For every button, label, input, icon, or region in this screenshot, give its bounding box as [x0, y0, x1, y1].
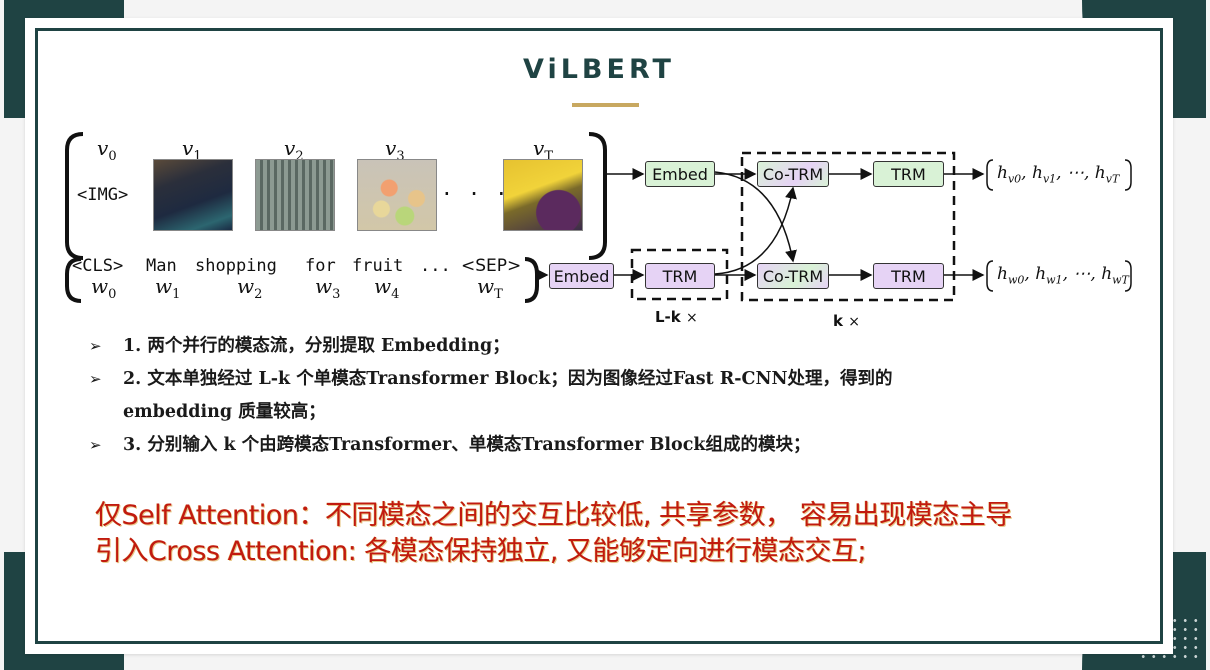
text-left-bracket	[65, 257, 82, 303]
bullet-text: 2. 文本单独经过 L-k 个单模态Transformer Block；因为图像…	[123, 369, 893, 389]
bananas-grapes-image	[503, 159, 583, 231]
bullet-item: ➢ 3. 分别输入 k 个由跨模态Transformer、单模态Transfor…	[87, 429, 1087, 462]
lk-repeat-label: L-k ×	[655, 308, 698, 326]
slide-title: ViLBERT	[523, 54, 675, 85]
visual-left-bracket	[65, 132, 84, 260]
token-for: for	[305, 256, 336, 276]
visual-output-sequence: hv0, hv1, ⋯, hvT	[997, 163, 1120, 186]
bullet-text: 1. 两个并行的模态流，分别提取 Embedding；	[123, 336, 510, 356]
token-shopping: shopping	[195, 256, 277, 276]
visual-ellipsis: · · ·	[443, 180, 512, 208]
symbol-v0: v0	[97, 136, 117, 164]
symbol-w1: w1	[155, 274, 181, 302]
slide: ViLBERT	[25, 18, 1173, 654]
token-cls: <CLS>	[72, 256, 124, 276]
symbol-vT: vT	[533, 136, 553, 164]
visual-right-bracket	[588, 132, 607, 260]
k-repeat-label: k ×	[833, 312, 860, 330]
token-sep: <SEP>	[461, 256, 522, 276]
slide-frame	[35, 28, 1163, 644]
token-ellipsis: ...	[420, 256, 451, 276]
highlight-notes: 仅Self Attention：不同模态之间的交互比较低, 共享参数， 容易出现…	[95, 498, 1145, 570]
arrow-bullet-icon: ➢	[89, 436, 102, 454]
bullet-item: ➢ 1. 两个并行的模态流，分别提取 Embedding；	[87, 330, 1087, 363]
bullet-text: 3. 分别输入 k 个由跨模态Transformer、单模态Transforme…	[123, 435, 811, 455]
note-self-attention: 仅Self Attention：不同模态之间的交互比较低, 共享参数， 容易出现…	[95, 500, 1012, 531]
trm-text-single-block: TRM	[645, 263, 715, 289]
vilbert-diagram: v0 v1 v2 v3 vT <IMG> · · · <CLS> Man sho…	[25, 18, 1173, 338]
title-underline	[572, 103, 639, 107]
symbol-v3: v3	[385, 136, 405, 164]
symbol-w2: w2	[237, 274, 263, 302]
arrow-bullet-icon: ➢	[89, 337, 102, 355]
trm-visual-block: TRM	[873, 161, 944, 187]
symbol-w4: w4	[374, 274, 400, 302]
token-man: Man	[146, 256, 177, 276]
symbol-v1: v1	[182, 136, 202, 164]
img-token: <IMG>	[77, 185, 129, 205]
embed-text-block: Embed	[549, 263, 614, 289]
bullet-item: ➢ 2. 文本单独经过 L-k 个单模态Transformer Block；因为…	[87, 363, 1087, 429]
co-trm-text-block: Co-TRM	[757, 263, 829, 289]
embed-visual-block: Embed	[645, 161, 715, 187]
bullet-list: ➢ 1. 两个并行的模态流，分别提取 Embedding； ➢ 2. 文本单独经…	[87, 330, 1087, 462]
trm-text-block: TRM	[873, 263, 944, 289]
basket-image	[255, 159, 335, 231]
note-cross-attention: 引入Cross Attention: 各模态保持独立, 又能够定向进行模态交互;	[95, 536, 867, 567]
text-output-sequence: hw0, hw1, ⋯, hwT	[997, 264, 1129, 287]
co-trm-visual-block: Co-TRM	[757, 161, 829, 187]
symbol-w3: w3	[315, 274, 341, 302]
text-right-bracket	[524, 257, 539, 303]
bullet-text-continuation: embedding 质量较高；	[123, 402, 326, 422]
symbol-w0: w0	[91, 274, 117, 302]
fruit-stall-image	[357, 159, 437, 231]
symbol-v2: v2	[284, 136, 304, 164]
symbol-wT: wT	[477, 274, 503, 302]
k-repeat-box	[740, 151, 956, 302]
person-image	[153, 159, 233, 231]
arrow-bullet-icon: ➢	[89, 370, 102, 388]
diagram-lines	[65, 132, 1132, 303]
token-fruit: fruit	[352, 256, 404, 276]
